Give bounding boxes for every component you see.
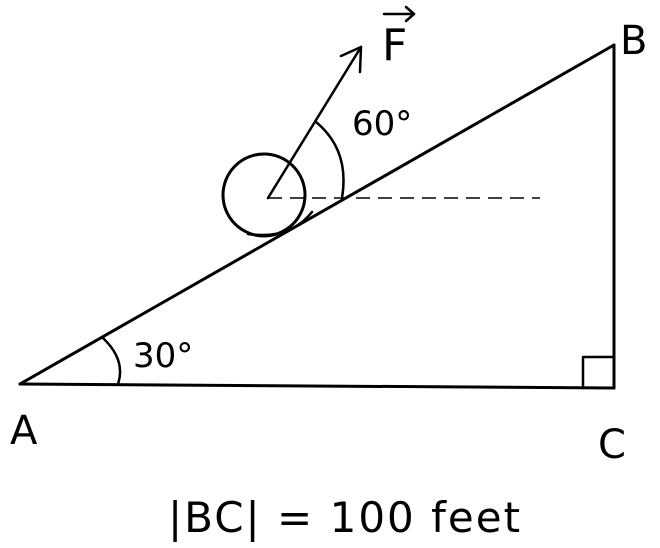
force-vector — [266, 45, 363, 200]
hypotenuse-ab — [18, 43, 616, 386]
angle-label-30: 30° — [133, 336, 193, 376]
angle-arc-force — [314, 120, 345, 200]
right-angle-marker — [581, 355, 616, 390]
force-label: F — [382, 20, 407, 71]
vertex-label-b: B — [620, 18, 647, 64]
base-ac — [18, 382, 616, 390]
angle-arc-a — [101, 336, 122, 386]
ball-contact-shadow — [246, 210, 314, 237]
ball — [221, 152, 307, 238]
force-arrowhead — [339, 45, 363, 74]
caption-bc-length: |BC| = 100 feet — [168, 493, 522, 542]
vertex-label-c: C — [598, 422, 626, 468]
vertex-label-a: A — [10, 408, 38, 454]
angle-label-60: 60° — [352, 104, 412, 144]
vector-symbol-arrowhead — [404, 5, 416, 23]
